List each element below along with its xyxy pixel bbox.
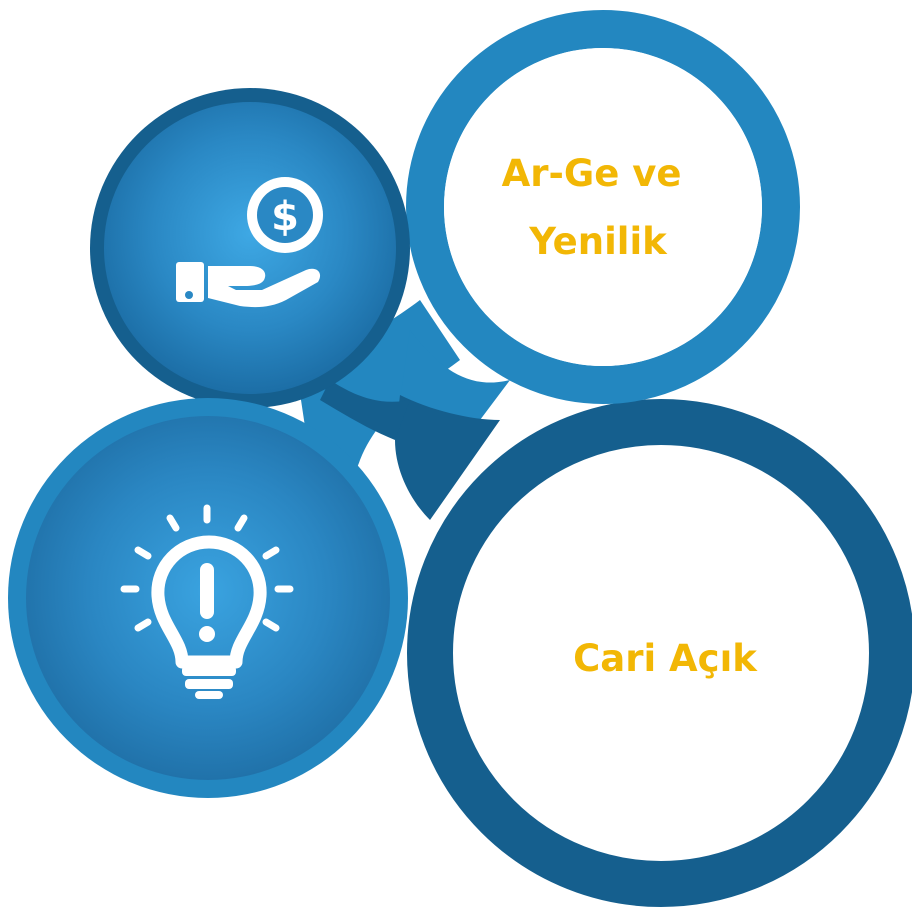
node-top-left: $ xyxy=(90,88,410,408)
node-bottom-right: Cari Açık xyxy=(407,399,912,907)
node-bottom-left xyxy=(8,398,408,798)
node-top-right: Ar-Ge ve Yenilik xyxy=(406,10,800,404)
label-bottom-right-line-1: Cari Açık xyxy=(573,637,758,680)
fill-top-right xyxy=(444,48,762,366)
label-top-right-line-1: Ar-Ge ve xyxy=(502,152,682,195)
hand-holding-dollar-icon: $ xyxy=(176,177,323,308)
connector-dark xyxy=(395,395,500,520)
label-bottom-right: Cari Açık xyxy=(573,637,758,680)
ring-top-right xyxy=(406,10,800,404)
label-top-right-line-2: Yenilik xyxy=(528,220,668,263)
connector-light-2 xyxy=(400,330,510,424)
fill-top-left xyxy=(104,102,396,394)
connector-dark-2 xyxy=(320,380,410,440)
fill-bottom-right xyxy=(454,446,868,860)
svg-text:$: $ xyxy=(271,194,299,240)
label-top-right: Ar-Ge ve Yenilik xyxy=(502,152,695,263)
ring-bottom-right xyxy=(407,399,912,907)
lightbulb-exclamation-icon xyxy=(120,504,294,699)
